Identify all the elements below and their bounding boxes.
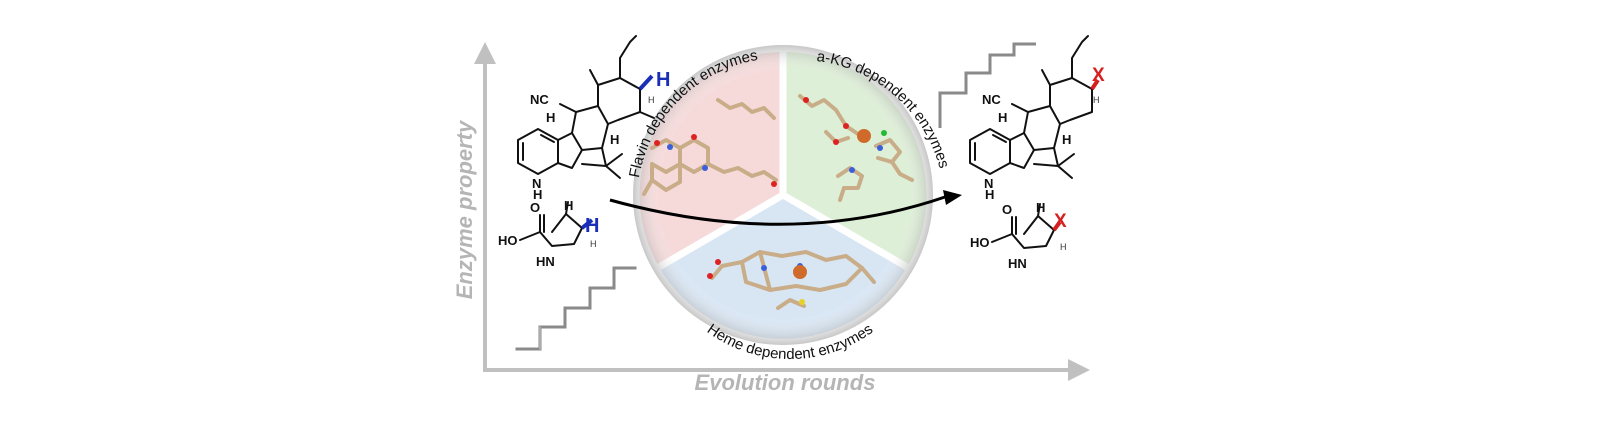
product-proline-molecule: HO O H HN H X xyxy=(970,200,1067,271)
product-proline-target-atom: X xyxy=(1054,211,1067,232)
product-h-label: H xyxy=(998,110,1007,125)
substrate-nh-label: H xyxy=(533,187,542,202)
product-proline-cx-bond xyxy=(1052,220,1062,232)
product-nc-label: NC xyxy=(982,92,1001,107)
proline-o-label: O xyxy=(530,200,540,215)
product-small-h: H xyxy=(1093,95,1100,105)
product-target-atom: X xyxy=(1092,65,1105,86)
substrate-target-atom: H xyxy=(656,69,670,91)
product-proline-h-label: H xyxy=(1036,200,1045,215)
y-axis-label: Enzyme property xyxy=(452,119,477,299)
product-n-label: N xyxy=(984,176,993,191)
x-axis-label: Evolution rounds xyxy=(695,370,876,395)
enzyme-wheel: Flavin dependent enzymes a-KG dependent … xyxy=(626,45,952,363)
proline-hn-label: HN xyxy=(536,254,555,269)
staircase-right xyxy=(938,42,1036,128)
axes: Evolution rounds Enzyme property xyxy=(452,42,1090,395)
product-proline-hn-label: HN xyxy=(1008,256,1027,271)
substrate-indole-molecule: NC H H N H H H xyxy=(517,35,670,202)
substrate-small-h: H xyxy=(648,95,655,105)
product-cx-bond xyxy=(1090,78,1100,91)
heme-cofactor-model xyxy=(707,250,876,310)
substrate-h-label: H xyxy=(546,110,555,125)
product-indole-molecule: NC H H N H H X xyxy=(969,35,1105,202)
akg-site-model xyxy=(798,94,914,202)
product-h-label: H xyxy=(1062,132,1071,147)
substrate-proline-molecule: HO O H HN H H xyxy=(498,198,599,269)
proline-ho-label: HO xyxy=(498,233,518,248)
product-nh-label: H xyxy=(985,187,994,202)
evolution-arrow xyxy=(609,190,962,226)
product-proline-o-label: O xyxy=(1002,202,1012,217)
substrate-proline-ch-bond xyxy=(580,218,594,230)
proline-small-h: H xyxy=(590,239,597,249)
substrate-h-label: H xyxy=(610,132,619,147)
flavin-cofactor-model xyxy=(642,98,778,196)
x-axis-arrowhead xyxy=(1068,359,1090,381)
staircase-left xyxy=(515,266,637,351)
proline-target-atom: H xyxy=(585,215,599,237)
evolution-arrow-head xyxy=(943,190,962,205)
substrate-nc-label: NC xyxy=(530,92,549,107)
product-proline-ho-label: HO xyxy=(970,235,990,250)
y-axis-arrowhead xyxy=(474,42,496,64)
product-proline-small-h: H xyxy=(1060,242,1067,252)
substrate-n-label: N xyxy=(532,176,541,191)
proline-h-label: H xyxy=(564,198,573,213)
evolution-arrow-curve xyxy=(609,195,946,226)
substrate-ch-bond xyxy=(638,74,654,91)
